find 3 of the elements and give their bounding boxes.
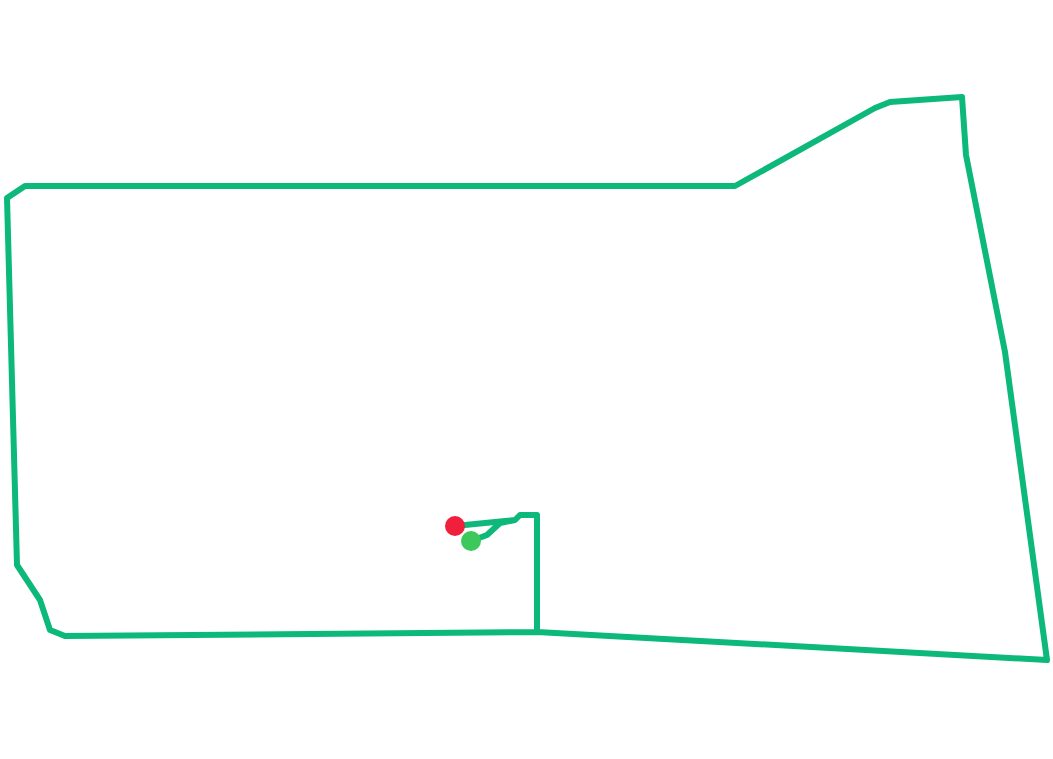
end-marker [445,516,465,536]
route-line [4,94,1050,663]
start-marker [461,531,481,551]
